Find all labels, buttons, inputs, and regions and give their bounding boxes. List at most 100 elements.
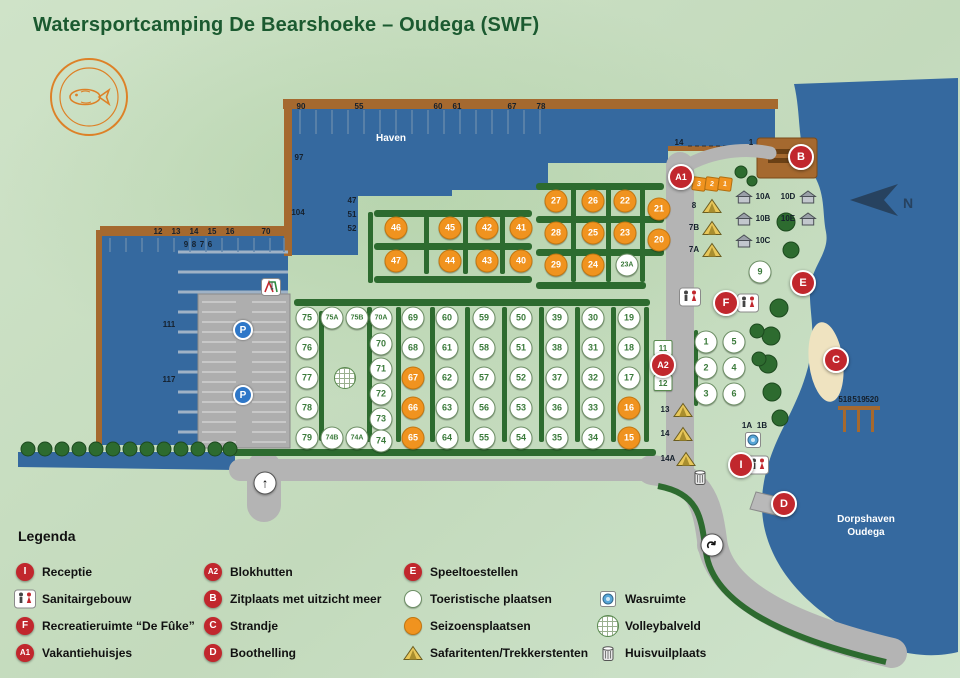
site-61: 61 <box>435 336 459 360</box>
tent-label-7B: 7B <box>688 223 700 232</box>
tent-label-8: 8 <box>691 201 697 210</box>
legend-label: Receptie <box>42 565 93 579</box>
page-title: Watersportcamping De Bearshoeke – Oudega… <box>33 14 540 36</box>
site-77: 77 <box>295 366 319 390</box>
legend-icon-marker-E: E <box>404 563 422 581</box>
site-50: 50 <box>509 306 533 330</box>
pier-label-518-25: 518 <box>838 395 852 404</box>
site-35: 35 <box>545 426 569 450</box>
site-70: 70 <box>369 332 393 356</box>
pier-label-8-18: 8 <box>191 240 197 249</box>
marker-F: F <box>713 290 739 316</box>
site-72: 72 <box>369 382 393 406</box>
marker-B: B <box>788 144 814 170</box>
site-47: 47 <box>384 249 408 273</box>
site-70A: 70A <box>369 306 393 330</box>
legend-icon-marker-A1: A1 <box>16 644 34 662</box>
water-label-Oudega: Oudega <box>847 527 885 538</box>
pier-label-13-12: 13 <box>171 227 181 236</box>
pier-label-16-15: 16 <box>225 227 235 236</box>
site-41: 41 <box>509 216 533 240</box>
parking-lot <box>197 293 291 449</box>
fish-stamp-icon <box>48 58 130 142</box>
legend-label: Recreatieruimte “De Fûke” <box>42 619 195 633</box>
site-78: 78 <box>295 396 319 420</box>
pier-label-47-8: 47 <box>347 196 357 205</box>
legend-label: Toeristische plaatsen <box>430 592 552 606</box>
pier-label-520-27: 520 <box>865 395 879 404</box>
sanitair-icon <box>679 287 701 307</box>
site-20: 20 <box>647 228 671 252</box>
legend-label: Speeltoestellen <box>430 565 519 579</box>
tent-icon <box>676 451 696 467</box>
pier-label-14-13: 14 <box>189 227 199 236</box>
pier-label-78-5: 78 <box>536 102 546 111</box>
legend-label: Strandje <box>230 619 279 633</box>
water-dorpshaven <box>761 78 958 656</box>
pier-label-15-14: 15 <box>207 227 217 236</box>
pier-label-51-9: 51 <box>347 210 357 219</box>
site-68: 68 <box>401 336 425 360</box>
tent-label-14A: 14A <box>660 454 676 463</box>
volleyball-icon <box>334 367 356 389</box>
site-5: 5 <box>722 330 746 354</box>
pier-label-111-21: 111 <box>162 320 176 329</box>
compass: N <box>848 182 913 223</box>
legend-icon-site-white <box>404 590 422 608</box>
legend-icon-volleyball <box>597 615 619 637</box>
site-21: 21 <box>647 197 671 221</box>
campsite-logo <box>48 56 130 143</box>
pier-label-70-16: 70 <box>261 227 271 236</box>
tent-icon <box>702 220 722 236</box>
playground-icon <box>261 278 281 296</box>
tent-icon <box>673 426 693 442</box>
site-40: 40 <box>509 249 533 273</box>
cabin-label-10A: 10A <box>755 192 771 201</box>
pier-label-61-3: 61 <box>452 102 462 111</box>
cabin-label-10B: 10B <box>755 214 771 223</box>
site-22: 22 <box>613 189 637 213</box>
legend-icon-marker-C: C <box>204 617 222 635</box>
site-74B: 74B <box>320 426 344 450</box>
site-44: 44 <box>438 249 462 273</box>
site-53: 53 <box>509 396 533 420</box>
road-green-edge <box>657 483 887 665</box>
sanitair-icon <box>737 293 759 313</box>
site-52: 52 <box>509 366 533 390</box>
site-79: 79 <box>295 426 319 450</box>
pier-label-7-19: 7 <box>199 240 205 249</box>
site-42: 42 <box>475 216 499 240</box>
site-75: 75 <box>295 306 319 330</box>
legend-label: Wasruimte <box>625 592 686 606</box>
site-64: 64 <box>435 426 459 450</box>
site-32: 32 <box>581 366 605 390</box>
pier-label-6-20: 6 <box>207 240 213 249</box>
cabin-icon <box>735 212 753 226</box>
pier-label-117-22: 117 <box>162 375 176 384</box>
site-16: 16 <box>617 396 641 420</box>
site-6: 6 <box>722 382 746 406</box>
berth-ticks-top <box>299 110 541 134</box>
site-27: 27 <box>544 189 568 213</box>
site-66: 66 <box>401 396 425 420</box>
compass-label: N <box>903 194 914 211</box>
site-74: 74 <box>369 429 393 453</box>
legend-icon-wash <box>600 591 616 607</box>
site-1: 1 <box>694 330 718 354</box>
site-58: 58 <box>472 336 496 360</box>
pier-label-55-1: 55 <box>354 102 364 111</box>
legend-label: Volleybalveld <box>625 619 701 633</box>
marker-A1: A1 <box>668 164 694 190</box>
tent-label-7A: 7A <box>688 245 700 254</box>
cabin-label-10C: 10C <box>755 236 771 245</box>
cabin-icon <box>735 190 753 204</box>
pier-label-60-2: 60 <box>433 102 443 111</box>
site-71: 71 <box>369 357 393 381</box>
entrance-icon: ↑ <box>253 471 277 495</box>
site-69: 69 <box>401 306 425 330</box>
parking-icon: P <box>233 320 253 340</box>
site-26: 26 <box>581 189 605 213</box>
